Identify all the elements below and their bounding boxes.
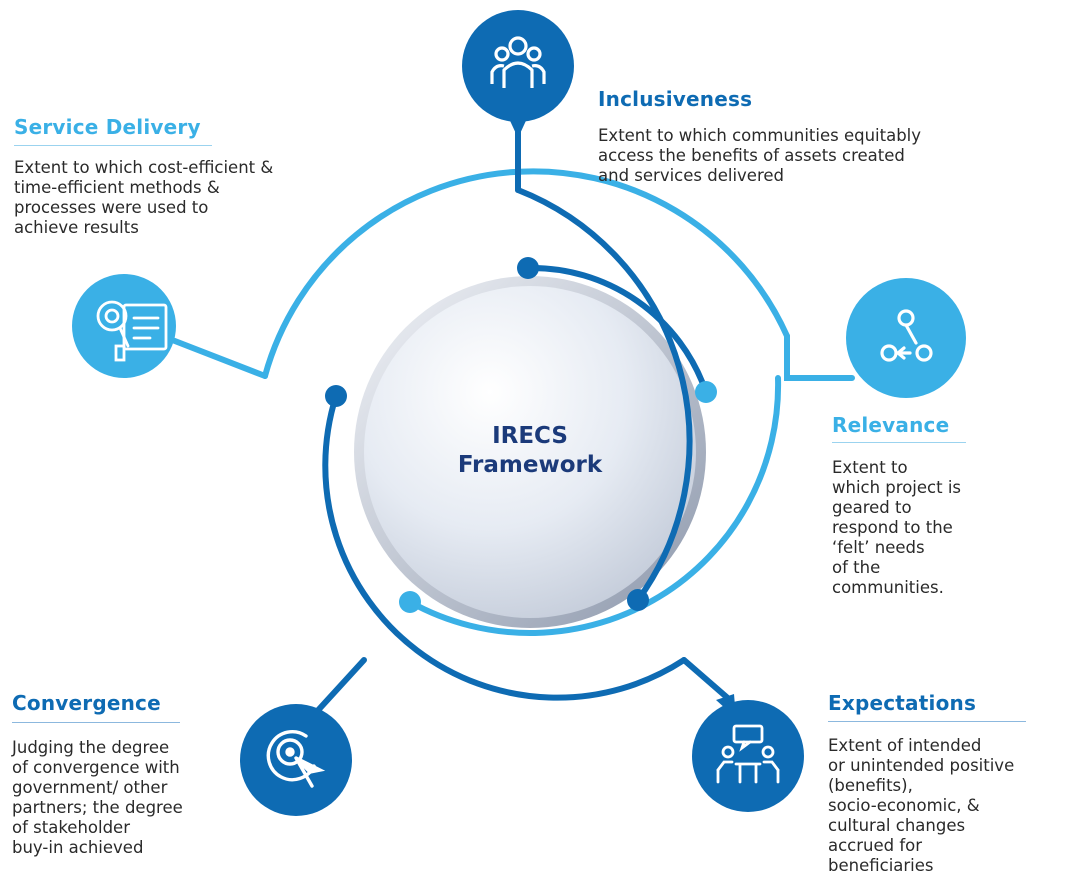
inclusiveness-arc [515,187,693,603]
convergence-arc [322,393,687,701]
relevance-title: Relevance [832,413,950,437]
service-delivery-connector [159,333,268,379]
relevance-divider [832,442,966,443]
expectations-connector [681,657,733,703]
arc-end-dots [325,257,717,613]
relevance-badge [846,278,966,398]
expectations-description: Extent of intended or unintended positiv… [828,736,1015,875]
framework-title: IRECS Framework [457,423,603,478]
expectations-divider [828,721,1026,722]
expectations-pin [692,694,804,812]
inner-light-arc-top [525,264,709,395]
expectations-title: Expectations [828,691,977,715]
relevance-description: Extent to which project is geared to res… [832,458,962,597]
magnifier-document-icon [96,300,168,362]
relevance-bottom-arc [407,375,782,636]
convergence-title: Convergence [12,691,161,715]
relevance-connector [784,333,855,381]
arc-dot-top [517,257,539,279]
inclusiveness-description: Extent to which communities equitably ac… [598,126,922,185]
inclusiveness-title: Inclusiveness [598,87,753,111]
service-delivery-title: Service Delivery [14,115,201,139]
center-disc [354,276,706,628]
arc-dot-left [325,385,347,407]
people-group-icon [490,36,546,88]
arc-dot-bottom-left [399,591,421,613]
arc-dot-right [695,381,717,403]
outer-light-arc [262,168,790,379]
target-cursor-icon [266,730,326,788]
service-delivery-description: Extent to which cost-efficient & time-ef… [14,158,274,237]
service-delivery-divider [14,145,212,146]
convergence-description: Judging the degree of convergence with g… [12,738,183,857]
arc-dot-bottom-right [627,589,649,611]
convergence-divider [12,722,180,723]
inclusiveness-pin [462,10,574,138]
workflow-nodes-icon [880,309,933,362]
meeting-discussion-icon [716,724,780,784]
spiral-arcs [159,115,855,733]
